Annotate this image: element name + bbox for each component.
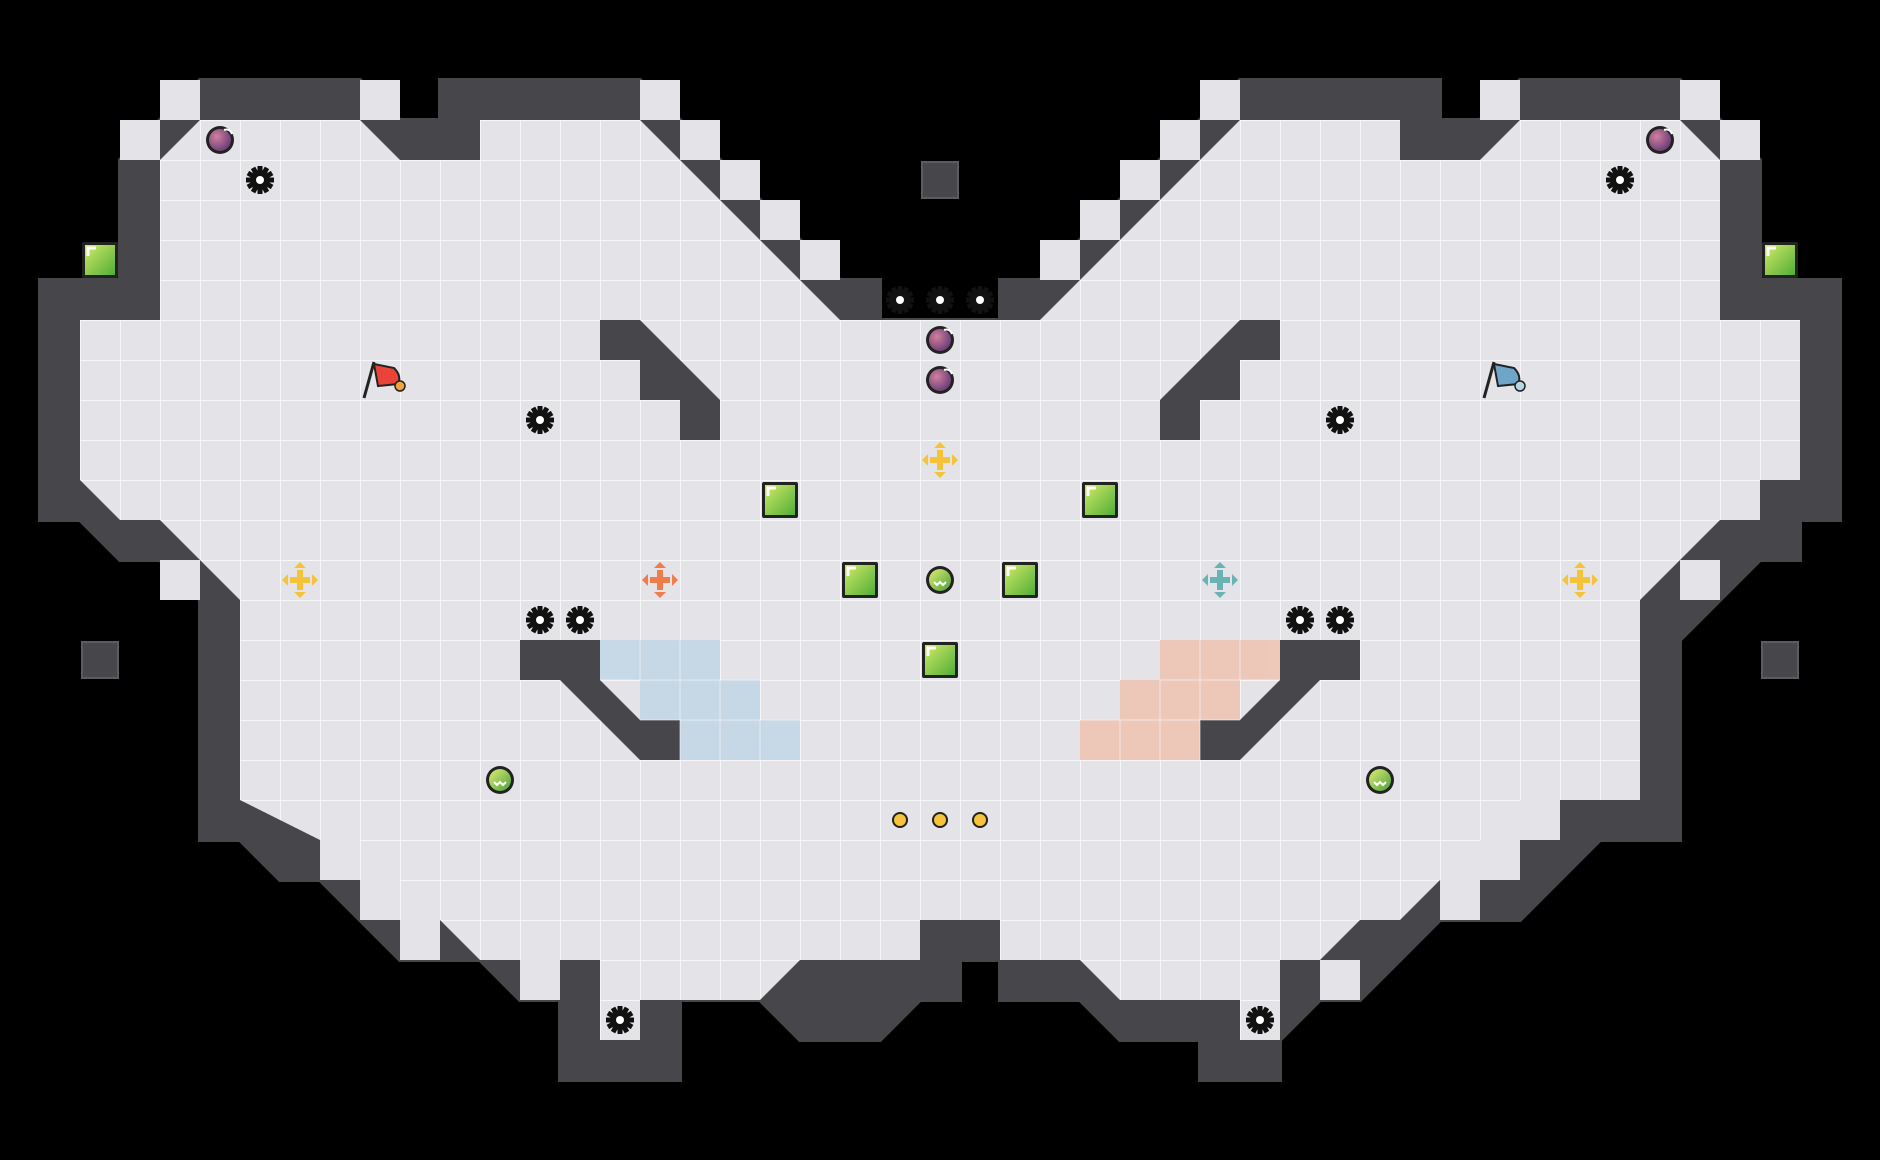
pushable-block: [1082, 482, 1118, 518]
yellow-booster-icon: [1562, 562, 1598, 598]
purple-powerup-icon: [926, 326, 954, 354]
pushable-block: [922, 642, 958, 678]
inner-walls: [520, 320, 1360, 760]
teal-booster-icon: [1202, 562, 1238, 598]
powerups: [206, 126, 1674, 394]
gear-icon: [1286, 606, 1314, 634]
green-bomb-icon: [926, 566, 954, 594]
yellow-booster-icon: [282, 562, 318, 598]
red-team-zone: [1080, 640, 1280, 760]
gear-icon: [566, 606, 594, 634]
yellow-booster-icon: [922, 442, 958, 478]
gear-icon: [886, 286, 914, 314]
gear-icon: [966, 286, 994, 314]
blue-flag-icon: [1482, 361, 1526, 399]
green-bombs: [486, 566, 1394, 794]
purple-powerup-icon: [206, 126, 234, 154]
boosters: [282, 442, 1598, 598]
pushable-block: [1762, 242, 1798, 278]
coin-icon: [972, 812, 988, 828]
gear-icon: [526, 406, 554, 434]
pushable-block: [82, 242, 118, 278]
gear-icon: [1606, 166, 1634, 194]
coin-icon: [932, 812, 948, 828]
purple-powerup-icon: [926, 366, 954, 394]
coin-icon: [892, 812, 908, 828]
gear-icon: [246, 166, 274, 194]
gear-icon: [1326, 606, 1354, 634]
purple-powerup-icon: [1646, 126, 1674, 154]
pushable-block: [842, 562, 878, 598]
green-bomb-icon: [1366, 766, 1394, 794]
green-bomb-icon: [486, 766, 514, 794]
gear-icon: [606, 1006, 634, 1034]
gear-icon: [526, 606, 554, 634]
red-flag-icon: [362, 361, 406, 399]
gear-icon: [1326, 406, 1354, 434]
spike-gears: [246, 166, 1634, 1034]
pushable-blocks: [82, 242, 1798, 678]
pushable-block: [762, 482, 798, 518]
wall-notches: [120, 80, 1760, 1000]
side-wall-blocks: [81, 161, 1799, 679]
orange-booster-icon: [642, 562, 678, 598]
blue-team-zone: [600, 640, 800, 760]
coins: [892, 812, 988, 828]
gear-icon: [926, 286, 954, 314]
gear-icon: [1246, 1006, 1274, 1034]
pushable-block: [1002, 562, 1038, 598]
